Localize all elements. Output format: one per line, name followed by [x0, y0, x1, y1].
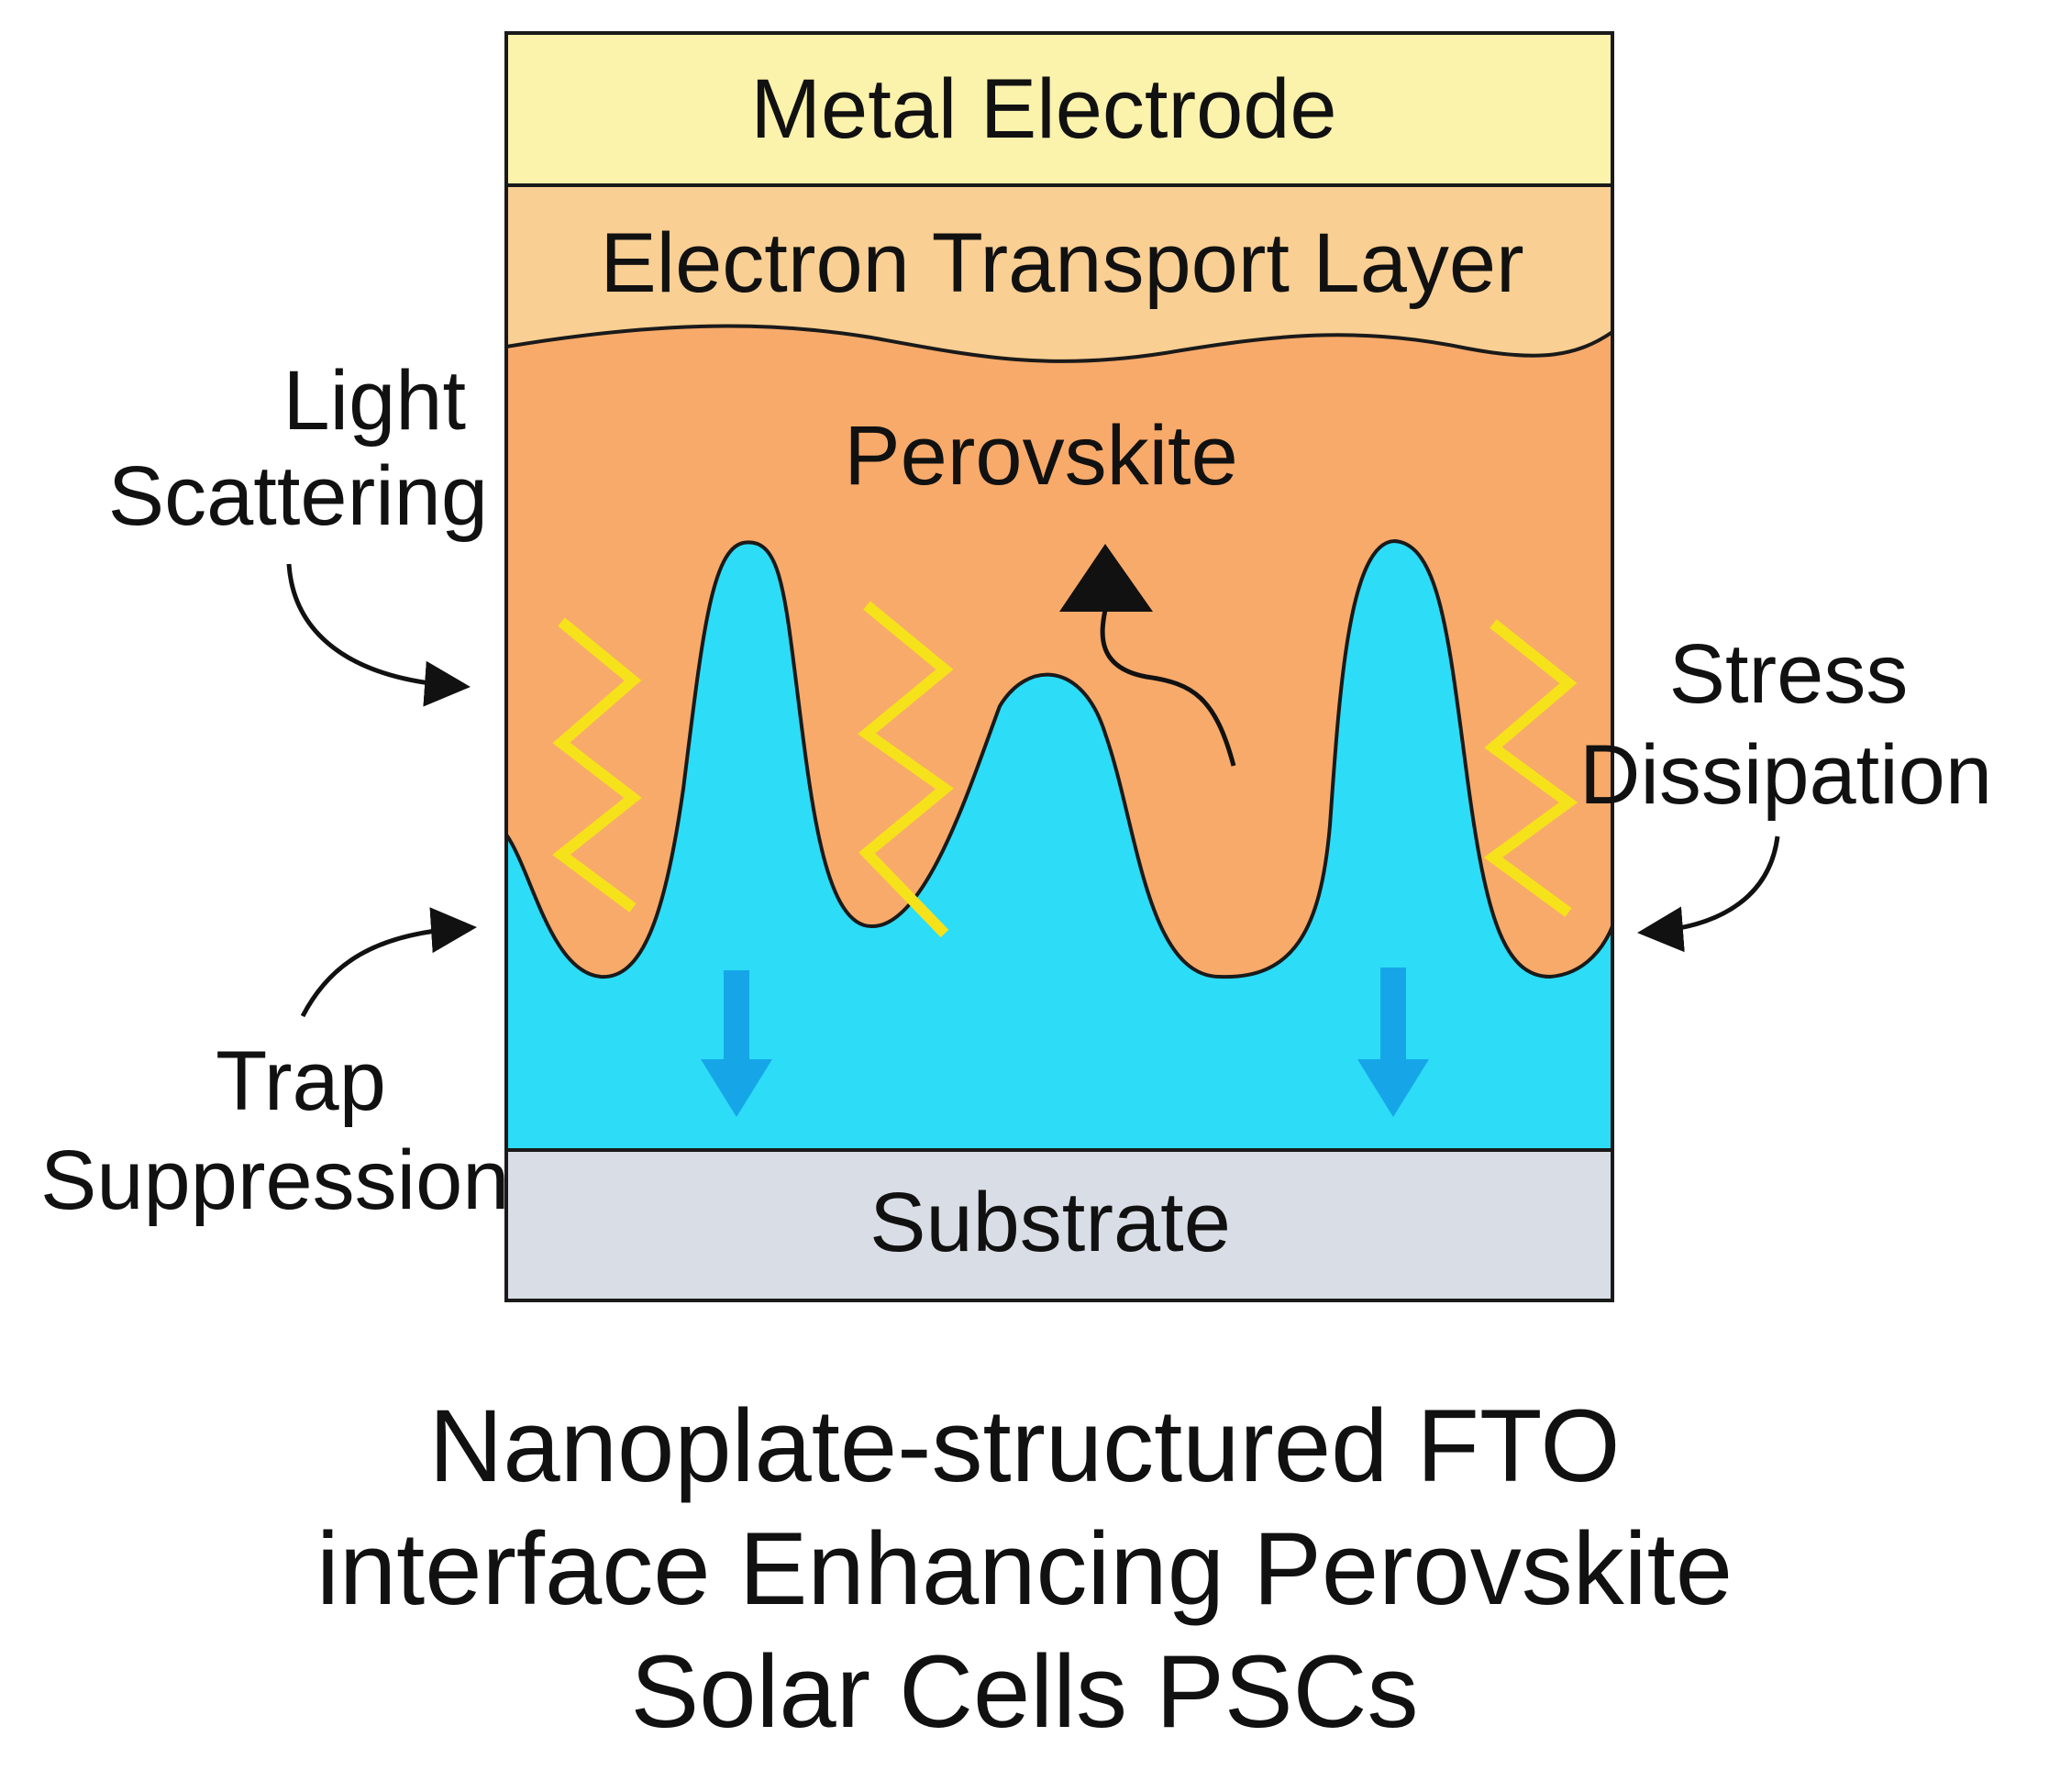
caption-line-2: interface Enhancing Perovskite: [316, 1511, 1733, 1626]
curved-arrow-icon: [1100, 609, 1236, 767]
substrate-label: Substrate: [869, 1176, 1231, 1269]
electron-transport-layer-label: Electron Transport Layer: [600, 216, 1523, 310]
stress-dissipation-label-line1: Stress: [1669, 627, 1909, 721]
trap-suppression-label-line2: Suppression: [40, 1134, 509, 1227]
trap-suppression-label-line1: Trap: [216, 1034, 386, 1128]
caption-line-1: Nanoplate-structured FTO: [428, 1388, 1621, 1503]
substrate-layer: [504, 1148, 1614, 1302]
figure-caption: Nanoplate-structured FTO interface Enhan…: [0, 1385, 2049, 1753]
device-frame: [504, 31, 1614, 1302]
light-scattering-label-line2: Scattering: [108, 449, 488, 543]
zigzag-icon: [1483, 619, 1578, 917]
light-scattering-label-line1: Light: [283, 354, 467, 448]
fto-nanoplate-region: [506, 541, 1612, 1150]
curved-arrow-icon: [286, 563, 471, 707]
zigzag-icon: [858, 601, 954, 938]
perovskite-top-boundary: [505, 324, 1614, 363]
arrow-down-icon: [701, 970, 772, 1117]
stress-dissipation-label-line2: Dissipation: [1579, 728, 1992, 822]
fto-nanoplate-boundary: [504, 538, 1614, 979]
curved-arrow-icon: [1637, 835, 1780, 953]
perovskite-label: Perovskite: [844, 409, 1238, 503]
curved-arrow-icon: [300, 907, 477, 1018]
caption-line-3: Solar Cells PSCs: [630, 1634, 1419, 1749]
arrow-up-icon: [1059, 544, 1153, 612]
arrow-down-icon: [1357, 968, 1429, 1117]
metal-electrode-label: Metal Electrode: [750, 62, 1336, 156]
metal-electrode-layer: [504, 31, 1614, 187]
zigzag-icon: [552, 617, 642, 913]
